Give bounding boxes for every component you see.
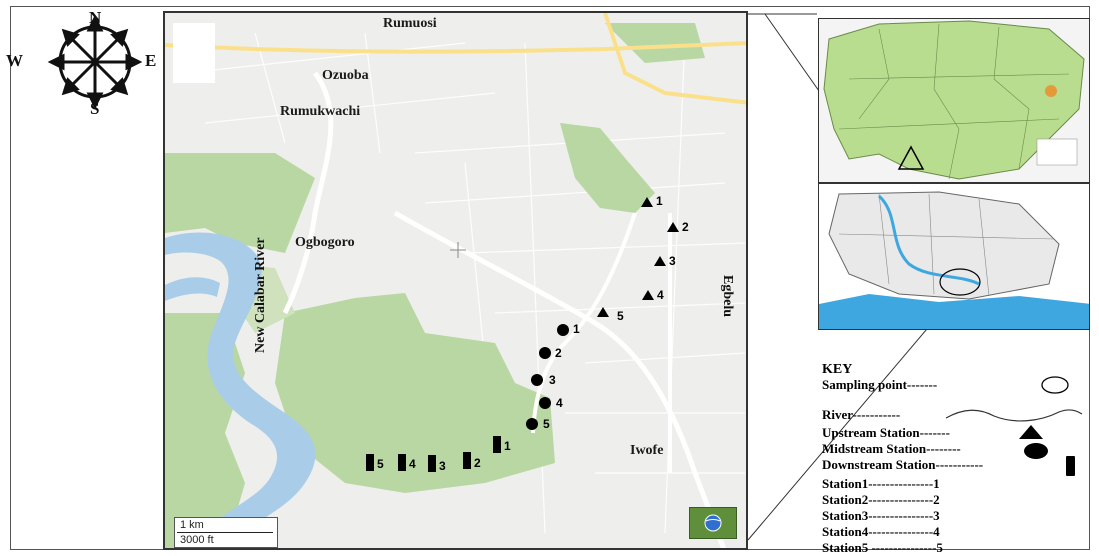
river-label: New Calabar River xyxy=(253,237,268,353)
inset-country-map xyxy=(818,18,1090,183)
midstream-label: 4 xyxy=(556,396,563,410)
sampling-point-icon xyxy=(1041,376,1069,394)
inset-state-map xyxy=(818,183,1090,330)
upstream-label: 5 xyxy=(617,309,624,323)
river-line-icon xyxy=(945,409,1083,422)
compass-arrows-icon xyxy=(47,14,143,110)
main-map[interactable]: Rumuosi Ozuoba Rumukwachi Ogbogoro Iwofe… xyxy=(163,11,748,550)
midstream-label: 2 xyxy=(555,346,562,360)
downstream-label: 1 xyxy=(504,439,511,453)
downstream-label: 5 xyxy=(377,457,384,471)
compass-north: N xyxy=(89,8,102,27)
place-rumukwachi: Rumukwachi xyxy=(280,104,361,119)
map-logo xyxy=(689,507,737,539)
key-station-1: Station1---------------1 xyxy=(822,476,940,491)
map-base xyxy=(165,13,746,548)
compass-east: E xyxy=(145,51,157,70)
downstream-label: 2 xyxy=(474,456,481,470)
map-key: KEY Sampling point------- River---------… xyxy=(822,362,1092,555)
midstream-label: 3 xyxy=(549,373,556,387)
place-rumuosi: Rumuosi xyxy=(383,16,437,31)
country-shape xyxy=(819,19,1089,182)
downstream-bar-icon xyxy=(1066,456,1075,476)
downstream-label: 3 xyxy=(439,459,446,473)
place-ogbogoro: Ogbogoro xyxy=(295,235,355,250)
key-station-2: Station2---------------2 xyxy=(822,492,940,507)
compass-west: W xyxy=(6,51,23,70)
globe-icon xyxy=(704,514,722,532)
upstream-label: 2 xyxy=(682,220,689,234)
key-river-label: River----------- xyxy=(822,407,901,422)
scale-bar: 1 km 3000 ft xyxy=(174,517,278,548)
key-sampling-label: Sampling point------- xyxy=(822,377,938,392)
place-egbelu: Egbelu xyxy=(720,275,735,318)
scale-ft: 3000 ft xyxy=(180,534,214,546)
key-downstream-label: Downstream Station----------- xyxy=(822,457,984,472)
upstream-label: 1 xyxy=(656,194,663,208)
key-station-3: Station3---------------3 xyxy=(822,508,940,523)
key-station-4: Station4---------------4 xyxy=(822,524,940,539)
key-title: KEY xyxy=(822,362,853,377)
compass-rose: N S W E xyxy=(6,6,160,118)
upstream-label: 4 xyxy=(657,288,664,302)
upstream-label: 3 xyxy=(669,254,676,268)
downstream-label: 4 xyxy=(409,457,416,471)
midstream-label: 1 xyxy=(573,322,580,336)
midstream-label: 5 xyxy=(543,417,550,431)
key-station-5: Station5 ---------------5 xyxy=(822,540,943,555)
place-iwofe: Iwofe xyxy=(630,443,664,458)
scale-km: 1 km xyxy=(180,519,204,531)
key-midstream-label: Midstream Station-------- xyxy=(822,441,961,456)
place-ozuoba: Ozuoba xyxy=(322,68,369,83)
compass-south: S xyxy=(90,99,100,118)
midstream-circle-icon xyxy=(1024,443,1048,459)
state-shape xyxy=(819,184,1089,329)
upstream-triangle-icon xyxy=(1019,425,1043,439)
key-upstream-label: Upstream Station------- xyxy=(822,425,950,440)
